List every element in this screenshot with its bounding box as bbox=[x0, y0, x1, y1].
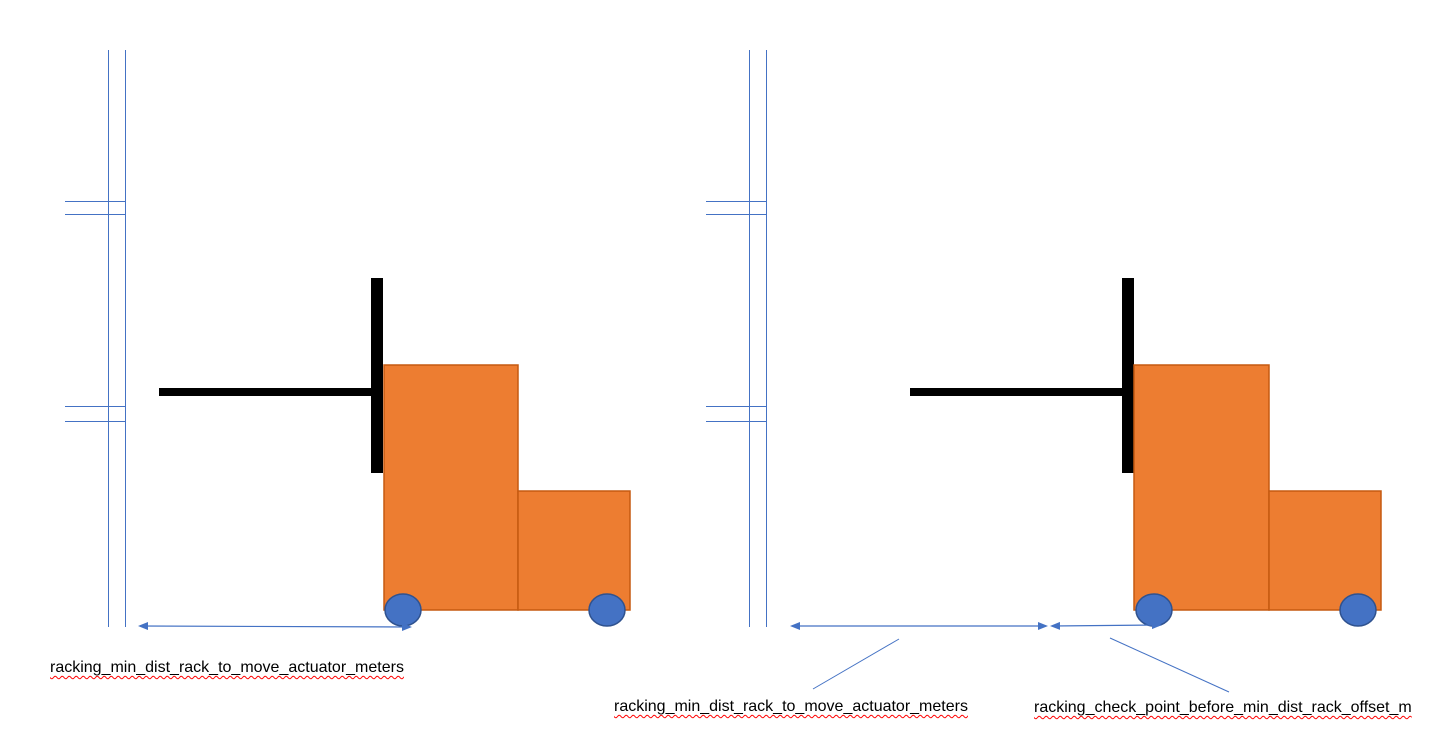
forklift-cabin bbox=[383, 364, 519, 611]
right-scene bbox=[706, 50, 1382, 693]
fork-mast bbox=[371, 278, 383, 473]
fork-mast bbox=[1122, 278, 1134, 473]
dimension-arrow-check-point-offset bbox=[1050, 621, 1162, 630]
forklift-cabin bbox=[1133, 364, 1270, 611]
label-min-dist-left: racking_min_dist_rack_to_move_actuator_m… bbox=[50, 659, 404, 676]
rack-right bbox=[706, 50, 767, 627]
label-check-point-offset: racking_check_point_before_min_dist_rack… bbox=[1034, 699, 1412, 716]
forklift-left bbox=[159, 278, 631, 627]
dimension-arrow-min-dist bbox=[138, 622, 412, 631]
callout-line-check-point bbox=[1109, 637, 1230, 693]
callout-line-min-dist bbox=[812, 638, 900, 690]
fork-horizontal bbox=[910, 388, 1128, 396]
label-min-dist-right: racking_min_dist_rack_to_move_actuator_m… bbox=[614, 698, 968, 715]
front-wheel bbox=[1135, 593, 1173, 627]
rear-wheel bbox=[588, 593, 626, 627]
forklift-right bbox=[910, 278, 1382, 627]
front-wheel bbox=[384, 593, 422, 627]
rack-left bbox=[65, 50, 126, 627]
forklift-rear-body bbox=[1268, 490, 1382, 611]
left-scene bbox=[65, 50, 631, 631]
rear-wheel bbox=[1339, 593, 1377, 627]
fork-horizontal bbox=[159, 388, 377, 396]
forklift-rear-body bbox=[517, 490, 631, 611]
